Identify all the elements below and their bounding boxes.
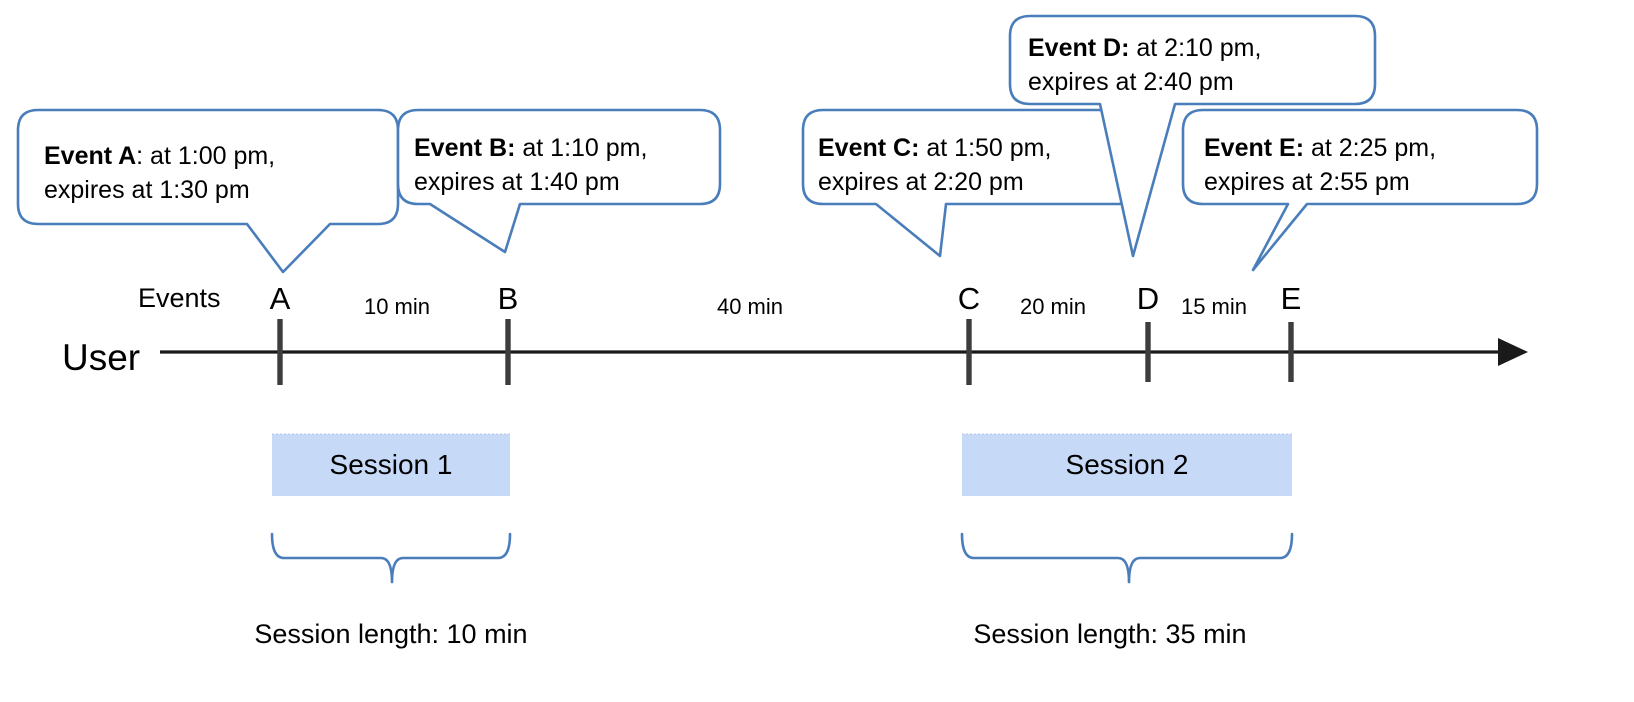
callout-b-detail: at 1:10 pm,: [515, 134, 647, 162]
callout-event-d[interactable]: Event D: at 2:10 pm, expires at 2:40 pm: [1008, 14, 1377, 258]
callout-c-line1: Event C: at 1:50 pm,: [818, 134, 1051, 162]
callout-a-detail: at 1:00 pm,: [143, 142, 275, 170]
callout-d-line1: Event D: at 2:10 pm,: [1028, 34, 1261, 62]
session-bar-2[interactable]: Session 2: [962, 433, 1292, 496]
event-letter-b: B: [498, 281, 519, 316]
event-letter-c: C: [958, 281, 980, 316]
timeline-arrow-icon: [1498, 338, 1528, 366]
session-1-brace: [270, 532, 512, 584]
callout-c-label: Event C: [818, 134, 911, 162]
callout-event-a[interactable]: Event A: at 1:00 pm, expires at 1:30 pm: [16, 108, 400, 274]
event-letter-a: A: [270, 281, 291, 316]
events-row-label: Events: [138, 283, 221, 313]
interval-label-a-b: 10 min: [364, 294, 430, 319]
callout-b-sep: :: [507, 134, 515, 162]
interval-label-b-c: 40 min: [717, 294, 783, 319]
callout-e-label: Event E: [1204, 134, 1296, 162]
interval-label-d-e: 15 min: [1181, 294, 1247, 319]
callout-d-bubble: [1008, 14, 1377, 258]
callout-a-label: Event A: [44, 142, 136, 170]
callout-e-detail: at 2:25 pm,: [1304, 134, 1436, 162]
event-letter-e: E: [1281, 281, 1302, 316]
callout-e-bubble: [1181, 108, 1539, 272]
interval-label-c-d: 20 min: [1020, 294, 1086, 319]
callout-a-line1: Event A: at 1:00 pm,: [44, 142, 275, 170]
callout-a-line2: expires at 1:30 pm: [44, 176, 250, 204]
callout-d-sep: :: [1121, 34, 1129, 62]
callout-e-sep: :: [1296, 134, 1304, 162]
callout-d-line2: expires at 2:40 pm: [1028, 68, 1234, 96]
callout-event-e[interactable]: Event E: at 2:25 pm, expires at 2:55 pm: [1181, 108, 1539, 272]
callout-a-sep: :: [136, 142, 143, 170]
callout-b-label: Event B: [414, 134, 507, 162]
callout-b-line1: Event B: at 1:10 pm,: [414, 134, 647, 162]
session-bar-1[interactable]: Session 1: [272, 433, 510, 496]
session-2-rect: [962, 434, 1292, 496]
callout-event-b[interactable]: Event B: at 1:10 pm, expires at 1:40 pm: [396, 108, 722, 254]
callout-c-sep: :: [911, 134, 919, 162]
callout-event-c[interactable]: Event C: at 1:50 pm, expires at 2:20 pm: [801, 108, 1140, 258]
session-1-rect: [272, 434, 510, 496]
session-1-label: Session 1: [330, 449, 453, 480]
session-1-length-label: Session length: 10 min: [254, 619, 527, 649]
callout-b-line2: expires at 1:40 pm: [414, 168, 620, 196]
callout-e-line2: expires at 2:55 pm: [1204, 168, 1410, 196]
event-letter-d: D: [1137, 281, 1159, 316]
callout-c-detail: at 1:50 pm,: [919, 134, 1051, 162]
callout-b-bubble: [396, 108, 722, 254]
callout-c-line2: expires at 2:20 pm: [818, 168, 1024, 196]
session-2-length-label: Session length: 35 min: [973, 619, 1246, 649]
axis-row-label-user: User: [62, 337, 140, 378]
callout-d-detail: at 2:10 pm,: [1129, 34, 1261, 62]
callout-d-label: Event D: [1028, 34, 1121, 62]
session-2-brace: [960, 532, 1294, 584]
session-2-label: Session 2: [1066, 449, 1189, 480]
callout-e-line1: Event E: at 2:25 pm,: [1204, 134, 1436, 162]
callout-a-bubble: [16, 108, 400, 274]
